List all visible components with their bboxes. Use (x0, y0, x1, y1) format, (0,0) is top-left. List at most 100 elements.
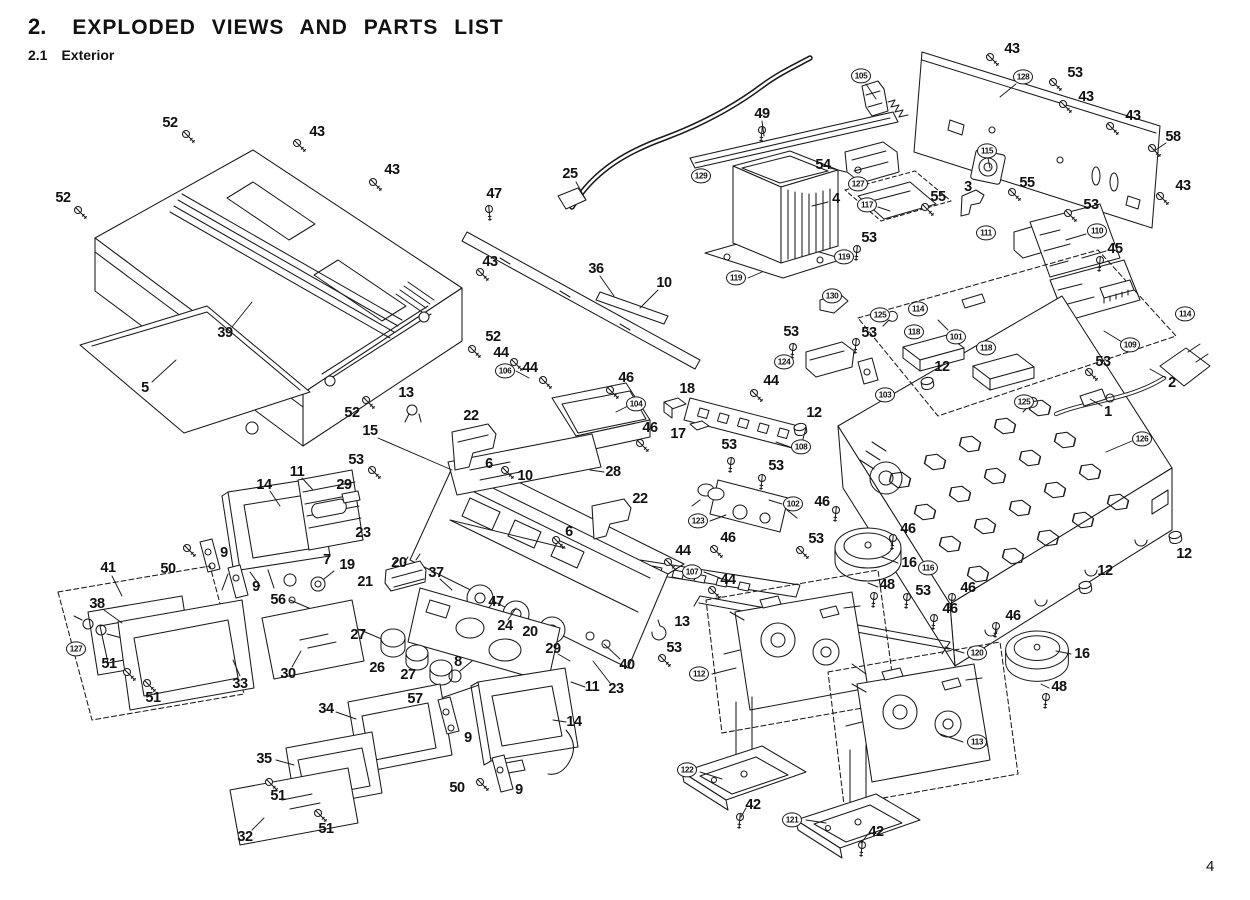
grommet-art (1167, 529, 1183, 545)
section-heading: 2.1 Exterior (28, 47, 114, 63)
part-callout-48: 48 (879, 576, 895, 593)
grommet-art (1077, 579, 1093, 595)
part-callout-7: 7 (323, 551, 331, 568)
part-ref-callout-104: 104 (626, 396, 646, 412)
part-callout-42: 42 (745, 796, 761, 813)
part-callout-12: 12 (806, 404, 822, 421)
part-callout-53: 53 (1067, 64, 1083, 81)
part-callout-53: 53 (666, 639, 682, 656)
part-callout-46: 46 (642, 419, 658, 436)
part-ref-callout-117: 117 (857, 197, 877, 213)
part-ref-callout-124: 124 (774, 354, 794, 370)
part-callout-10: 10 (656, 274, 672, 291)
part-callout-44: 44 (522, 359, 538, 376)
part-callout-13: 13 (398, 384, 414, 401)
part-callout-46: 46 (1005, 607, 1021, 624)
part-callout-53: 53 (861, 229, 877, 246)
part-callout-44: 44 (675, 542, 691, 559)
part-callout-56: 56 (270, 591, 286, 608)
part-callout-46: 46 (960, 579, 976, 596)
part-callout-54: 54 (815, 156, 831, 173)
part-ref-callout-128: 128 (1013, 69, 1033, 85)
part-callout-9: 9 (464, 729, 472, 746)
cable-art (557, 55, 899, 210)
part-callout-39: 39 (217, 324, 233, 341)
part-ref-callout-102: 102 (783, 496, 803, 512)
part-ref-callout-125: 125 (870, 307, 890, 323)
part-callout-43: 43 (384, 161, 400, 178)
part-callout-53: 53 (861, 324, 877, 341)
part-callout-12: 12 (1097, 562, 1113, 579)
part-ref-callout-121: 121 (782, 812, 802, 828)
part-ref-callout-113: 113 (967, 734, 987, 750)
part-callout-22: 22 (463, 407, 479, 424)
part-callout-23: 23 (608, 680, 624, 697)
part-callout-28: 28 (605, 463, 621, 480)
part-callout-8: 8 (454, 653, 462, 670)
part-callout-50: 50 (160, 560, 176, 577)
part-callout-53: 53 (1095, 353, 1111, 370)
part-callout-21: 21 (357, 573, 373, 590)
part-ref-callout-114: 114 (1175, 306, 1195, 322)
part-callout-53: 53 (915, 582, 931, 599)
part-callout-1: 1 (1104, 403, 1112, 420)
part-callout-53: 53 (808, 530, 824, 547)
part-callout-19: 19 (339, 556, 355, 573)
leader-lines (103, 83, 1167, 844)
part-ref-callout-118: 118 (976, 340, 996, 356)
part-callout-16: 16 (901, 554, 917, 571)
small-parts-art (288, 404, 667, 709)
part-ref-callout-109: 109 (1120, 337, 1140, 353)
section-number-major: 2. (28, 14, 47, 39)
part-callout-14: 14 (566, 713, 582, 730)
part-ref-callout-111: 111 (976, 225, 996, 241)
part-callout-46: 46 (900, 520, 916, 537)
part-ref-callout-106: 106 (495, 363, 515, 379)
part-callout-51: 51 (318, 820, 334, 837)
part-ref-callout-126: 126 (1132, 431, 1152, 447)
part-callout-30: 30 (280, 665, 296, 682)
part-callout-53: 53 (348, 451, 364, 468)
part-callout-9: 9 (220, 544, 228, 561)
part-callout-23: 23 (355, 524, 371, 541)
part-callout-27: 27 (400, 666, 416, 683)
part-callout-53: 53 (768, 457, 784, 474)
part-callout-37: 37 (428, 564, 444, 581)
part-callout-51: 51 (145, 689, 161, 706)
part-callout-47: 47 (488, 593, 504, 610)
part-callout-29: 29 (336, 476, 352, 493)
part-callout-26: 26 (369, 659, 385, 676)
part-ref-callout-107: 107 (682, 564, 702, 580)
part-callout-53: 53 (783, 323, 799, 340)
part-callout-38: 38 (89, 595, 105, 612)
part-callout-18: 18 (679, 380, 695, 397)
part-callout-24: 24 (497, 617, 513, 634)
section-number: 2.1 (28, 47, 48, 63)
part-callout-53: 53 (1083, 196, 1099, 213)
part-ref-callout-112: 112 (689, 666, 709, 682)
part-callout-46: 46 (720, 529, 736, 546)
bracket-art (681, 696, 807, 811)
part-callout-52: 52 (344, 404, 360, 421)
part-callout-53: 53 (721, 436, 737, 453)
part-callout-25: 25 (562, 165, 578, 182)
part-callout-52: 52 (485, 328, 501, 345)
part-callout-43: 43 (1004, 40, 1020, 57)
part-ref-callout-101: 101 (946, 329, 966, 345)
part-ref-callout-125: 125 (1014, 394, 1034, 410)
part-ref-callout-119: 119 (834, 249, 854, 265)
part-callout-12: 12 (934, 358, 950, 375)
part-callout-16: 16 (1074, 645, 1090, 662)
part-ref-callout-110: 110 (1087, 223, 1107, 239)
part-callout-43: 43 (482, 253, 498, 270)
part-ref-callout-118: 118 (904, 324, 924, 340)
part-ref-callout-105: 105 (851, 68, 871, 84)
part-callout-52: 52 (162, 114, 178, 131)
part-callout-48: 48 (1051, 678, 1067, 695)
part-callout-13: 13 (674, 613, 690, 630)
part-callout-35: 35 (256, 750, 272, 767)
part-callout-5: 5 (141, 379, 149, 396)
part-callout-32: 32 (237, 828, 253, 845)
part-callout-43: 43 (1175, 177, 1191, 194)
flywheel-art (1005, 630, 1069, 682)
